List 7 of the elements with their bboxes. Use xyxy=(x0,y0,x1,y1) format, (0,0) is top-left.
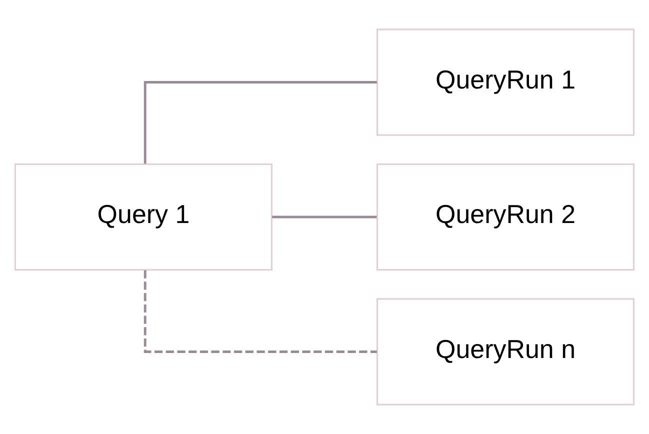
node-box: QueryRun 1 xyxy=(376,28,635,136)
connector xyxy=(144,270,377,353)
node-box: QueryRun n xyxy=(376,298,635,406)
connector xyxy=(272,216,377,218)
connector xyxy=(144,81,377,164)
node-box: Query 1 xyxy=(14,163,273,271)
node-box: QueryRun 2 xyxy=(376,163,635,271)
